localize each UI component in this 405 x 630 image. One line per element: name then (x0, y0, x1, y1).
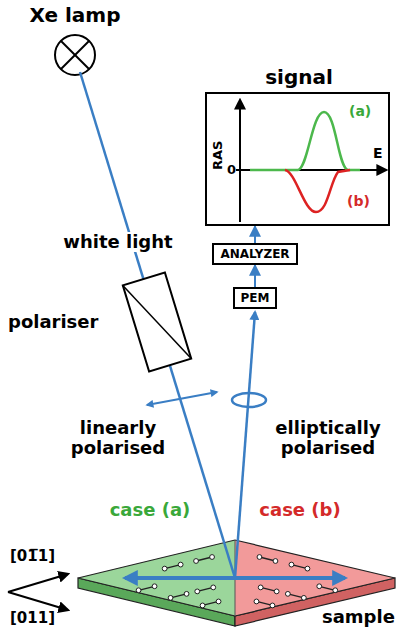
polarisation-axis-arrow (125, 576, 345, 580)
incident-beam (80, 72, 235, 578)
curve-label: (b) (347, 194, 370, 209)
axis-label: [011] (10, 610, 55, 627)
spectrum-plot (236, 100, 386, 222)
curve-label: (a) (349, 104, 371, 119)
elliptical-polarisation (232, 393, 266, 407)
polariser-symbol (123, 273, 191, 372)
dimer (254, 599, 275, 608)
instrument-name: ANALYZER (220, 247, 289, 261)
dimer (195, 585, 216, 594)
dimer (168, 591, 189, 600)
dimer (200, 599, 221, 608)
axis-label: E (373, 146, 383, 161)
lamp-label: Xe lamp (30, 4, 121, 26)
signal-arrow (254, 265, 256, 287)
signal-plot: signalRAS0E(a)(b) (205, 92, 390, 226)
sample-label: sample (322, 607, 395, 627)
component-label: polariser (8, 312, 98, 332)
dimer (285, 591, 306, 600)
dimer (136, 584, 157, 593)
plot-title: signal (265, 66, 333, 88)
axis-label: RAS (211, 141, 225, 170)
dimer (194, 555, 215, 564)
dimer (317, 584, 338, 593)
dimer (289, 562, 310, 571)
axis-tick: 0 (227, 163, 236, 177)
instrument-box: PEM (233, 287, 278, 309)
beam-label: white light (60, 232, 175, 252)
linear-polarisation-arrow (147, 392, 217, 405)
axis-label: [01̅1] (10, 548, 55, 565)
lamp-symbol (55, 35, 95, 75)
reflected-beam (235, 312, 255, 578)
signal-arrow (254, 226, 256, 243)
case-label: case (a) (110, 500, 191, 520)
polarisation-label: elliptically polarised (263, 418, 393, 458)
dimer (258, 585, 279, 594)
crystal-axes (8, 574, 68, 610)
polarisation-label: linearly polarised (63, 418, 173, 458)
case-label: case (b) (259, 500, 340, 520)
dimer (162, 562, 183, 571)
instrument-name: PEM (241, 291, 270, 305)
instrument-box: ANALYZER (212, 243, 297, 265)
dimer (257, 555, 278, 564)
